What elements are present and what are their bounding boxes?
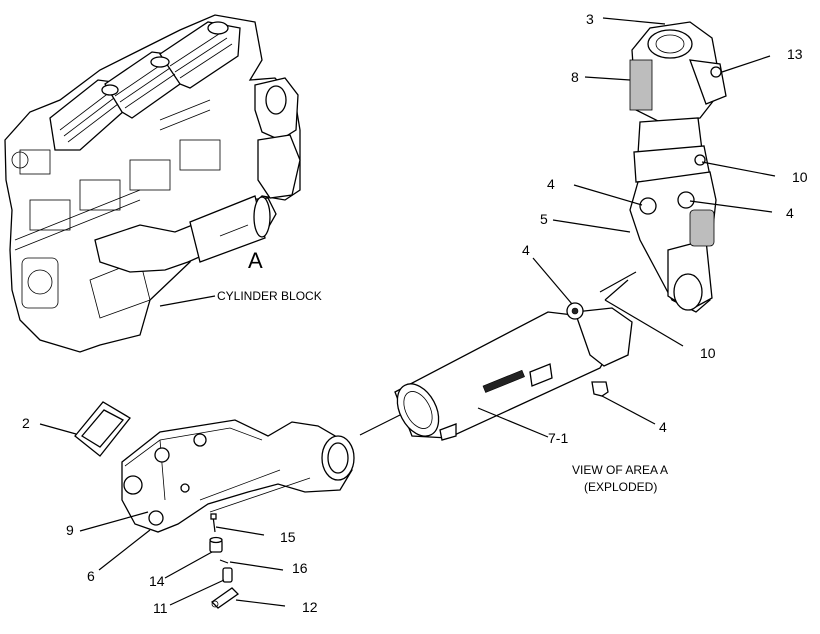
- part-labels: 2 3 8 13 10 4 4 5 4 10 4 7-1 9 6 15 14 1…: [22, 11, 808, 616]
- label-11: 11: [153, 600, 168, 616]
- label-4-pipe: 4: [522, 242, 530, 258]
- label-13: 13: [787, 46, 803, 62]
- label-5: 5: [540, 211, 548, 227]
- label-4-right: 4: [786, 205, 794, 221]
- spacer-14: [209, 536, 223, 553]
- label-12: 12: [302, 599, 318, 615]
- label-3: 3: [586, 11, 594, 27]
- label-10-upper: 10: [792, 169, 808, 185]
- washer-16: [219, 559, 229, 564]
- clip-12: [210, 587, 240, 609]
- label-10-lower: 10: [700, 345, 716, 361]
- fitting-11: [222, 567, 233, 583]
- exhaust-pipe-7-1: [394, 302, 633, 441]
- label-16: 16: [292, 560, 308, 576]
- area-a-label: A: [248, 248, 263, 273]
- label-15: 15: [280, 529, 296, 545]
- label-4-upper: 4: [547, 176, 555, 192]
- nut-4-lower: [591, 381, 609, 397]
- gasket-2: [74, 401, 131, 457]
- label-14: 14: [149, 573, 165, 589]
- label-4-lower: 4: [659, 419, 667, 435]
- label-6: 6: [87, 568, 95, 584]
- label-2: 2: [22, 415, 30, 431]
- label-9: 9: [66, 522, 74, 538]
- captions: CYLINDER BLOCK VIEW OF AREA A (EXPLODED): [217, 289, 668, 494]
- engine-illustration: [4, 14, 301, 353]
- view-caption-line2: (EXPLODED): [584, 480, 657, 494]
- label-8: 8: [571, 69, 579, 85]
- leader-lines: [39, 17, 776, 607]
- exhaust-manifold-9: [121, 419, 355, 533]
- stud-15: [210, 513, 217, 533]
- turbo-elbow-assembly: [629, 21, 727, 313]
- cylinder-block-caption: CYLINDER BLOCK: [217, 289, 322, 303]
- view-caption-line1: VIEW OF AREA A: [572, 463, 668, 477]
- label-7-1: 7-1: [548, 430, 568, 446]
